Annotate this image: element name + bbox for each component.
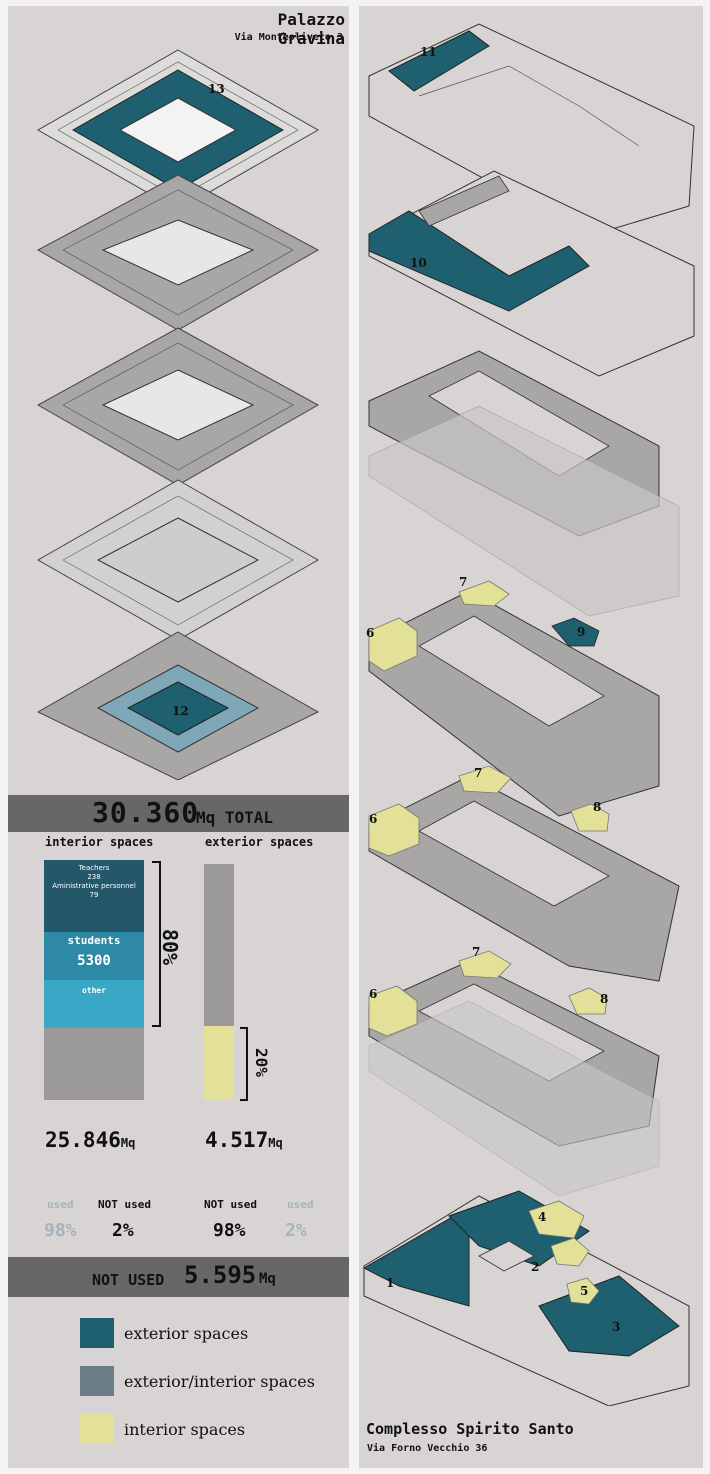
floor-plan-4 [36,479,320,641]
exterior-notused-pct: 98% [213,1220,246,1241]
exterior-used-label: used [287,1198,314,1211]
floor-label-6b: 6 [369,812,378,826]
not-used-unit: Mq [259,1271,276,1287]
floor-label-5: 5 [580,1284,589,1298]
floor-label-7b: 7 [474,766,483,780]
floor-plan-12 [36,631,320,780]
floor-plan-gray-1 [368,350,680,617]
floor-label-11: 11 [420,45,437,59]
spirito-santo-floors [362,23,695,1406]
students-label: students [67,934,121,947]
floor-label-12: 12 [172,704,189,718]
floor-label-4: 4 [538,1210,547,1224]
floor-plan-13 [36,49,320,211]
right-building-title: Complesso Spirito Santo [366,1420,574,1438]
left-building-address: Via Monteoliveto 3 [234,32,343,43]
floor-label-10: 10 [410,256,427,270]
exterior-notused-label: NOT used [204,1198,257,1211]
bracket-20 [240,1027,248,1101]
exterior-bar-yellow [204,1026,234,1100]
floor-label-9: 9 [577,625,586,639]
pct-exterior-label: 20% [251,1048,271,1077]
floor-label-1: 1 [386,1276,395,1290]
interior-area: 25.846Mq [45,1128,135,1152]
legend-swatch-interior [80,1414,114,1444]
interior-area-value: 25.846 [45,1128,121,1152]
floor-label-2: 2 [531,1260,540,1274]
floor-plan-6-7-8-b [368,950,660,1197]
admin-count: 79 [89,891,99,899]
floor-label-8a: 8 [593,800,602,814]
floor-label-7a: 7 [459,575,468,589]
bracket-80 [152,861,161,1027]
teachers-label: Teachers [78,864,110,872]
floor-label-6a: 6 [366,626,375,640]
exterior-area: 4.517Mq [205,1128,283,1152]
floor-label-8b: 8 [600,992,609,1006]
exterior-used-pct: 2% [285,1220,307,1241]
floor-label-7c: 7 [472,945,481,959]
floor-plan-11 [368,23,695,237]
total-band: 30.360 Mq TOTAL [8,795,349,832]
bar-segment-students: students 5300 [44,932,144,980]
not-used-value: 5.595 [184,1261,257,1289]
exterior-bar-gray [204,864,234,1026]
floor-plan-6-7-9 [368,580,660,817]
floor-plan-6-7-8-a [368,765,680,982]
students-count: 5300 [77,953,111,969]
exterior-area-value: 4.517 [205,1128,269,1152]
total-value: 30.360 [92,796,200,829]
legend-label-interior: interior spaces [124,1420,246,1439]
floor-label-3: 3 [612,1320,621,1334]
interior-area-unit: Mq [120,1136,136,1150]
other-label: other [81,986,107,995]
floor-plan-2 [36,174,320,331]
legend-label-exterior-interior: exterior/interior spaces [124,1372,315,1391]
legend-label-exterior: exterior spaces [124,1324,249,1343]
right-building-address: Via Forno Vecchio 36 [367,1443,488,1454]
interior-notused-label: NOT used [98,1198,151,1211]
floor-label-13: 13 [208,82,225,96]
bar-segment-other: other [44,980,144,1028]
floor-plan-1-5 [362,1190,690,1406]
interior-used-pct: 98% [44,1220,77,1241]
exterior-area-unit: Mq [268,1136,283,1150]
bar-segment-unused [44,1028,144,1100]
bar-segment-staff: Teachers 238 Aministrative personnel 79 [44,860,144,932]
interior-notused-pct: 2% [112,1220,134,1241]
floor-plan-10 [368,170,695,377]
total-unit: Mq TOTAL [196,808,274,827]
floor-label-6c: 6 [369,987,378,1001]
admin-label: Aministrative personnel [52,882,136,890]
teachers-count: 238 [87,873,101,881]
exterior-bar [204,864,234,1100]
floor-plan-3 [36,327,320,486]
pct-interior-label: 80% [158,928,183,966]
interior-bar: Teachers 238 Aministrative personnel 79 … [44,860,144,1100]
legend-swatch-exterior-interior [80,1366,114,1396]
not-used-band: NOT USED 5.595 Mq [8,1257,349,1297]
exterior-heading: exterior spaces [205,835,314,849]
interior-heading: interior spaces [45,835,154,849]
left-building-title: Palazzo Gravina [277,10,345,48]
legend: exterior spaces exterior/interior spaces… [80,1318,340,1448]
palazzo-gravina-floors [36,49,320,780]
interior-used-label: used [47,1198,74,1211]
legend-swatch-exterior [80,1318,114,1348]
not-used-prefix: NOT USED [92,1271,165,1289]
